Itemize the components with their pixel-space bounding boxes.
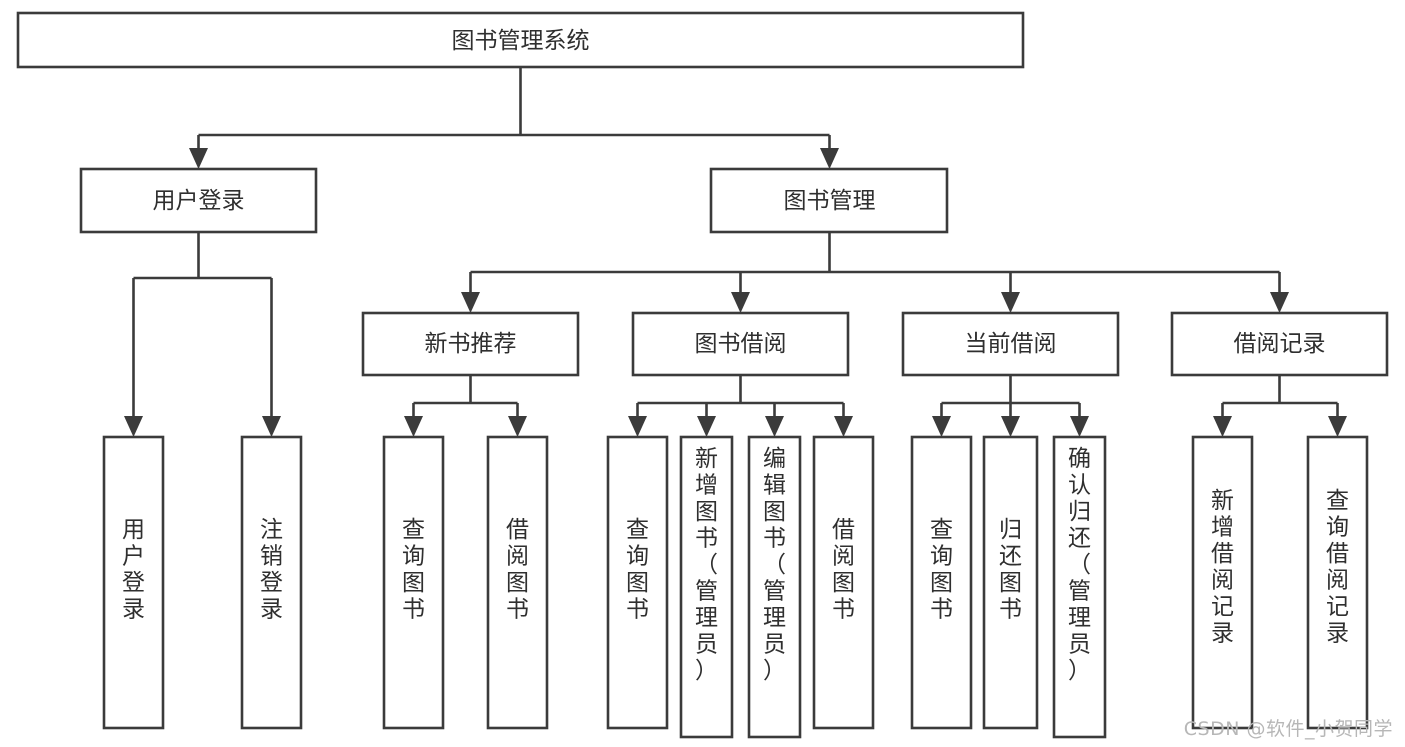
leaf-node-query-book-borrow-label: 查询图书 — [626, 517, 649, 623]
leaf-node-confirm-return-label: 确认归还（管理员） — [1068, 446, 1091, 684]
leaf-node-query-book-borrow[interactable]: 查询图书 — [606, 435, 669, 730]
connector-group-book-manage-to-level3 — [461, 232, 1289, 313]
node-borrow-record-label: 借阅记录 — [1234, 331, 1326, 357]
leaf-node-query-record[interactable]: 查询借阅记录 — [1306, 435, 1369, 730]
leaf-node-logout-box[interactable] — [240, 435, 303, 730]
arrow-head-leaf-return-book — [1001, 416, 1020, 437]
leaf-node-logout-label: 注销登录 — [260, 517, 283, 623]
arrow-head-leaf-user-login — [124, 416, 143, 437]
node-book-manage-box[interactable] — [709, 167, 949, 234]
node-root-system-label: 图书管理系统 — [452, 28, 590, 54]
leaf-node-query-record-box[interactable] — [1306, 435, 1369, 730]
arrow-head-leaf-edit-book — [765, 416, 784, 437]
node-borrow-record[interactable]: 借阅记录 — [1170, 311, 1389, 377]
leaf-node-add-record[interactable]: 新增借阅记录 — [1191, 435, 1254, 730]
node-current-borrow-label: 当前借阅 — [965, 331, 1057, 357]
connector-group-new-book-to-leaves — [404, 375, 527, 437]
node-root-system[interactable]: 图书管理系统 — [16, 11, 1025, 69]
leaf-node-borrow-book-borrow-box[interactable] — [812, 435, 875, 730]
leaf-node-query-book-current-label: 查询图书 — [930, 517, 953, 623]
connector-group-book-borrow-to-leaves — [628, 375, 853, 437]
leaf-node-borrow-book-recommend-label: 借阅图书 — [506, 517, 529, 623]
leaf-node-return-book[interactable]: 归还图书 — [982, 435, 1039, 730]
leaf-node-add-book-label: 新增图书（管理员） — [695, 446, 718, 684]
leaf-node-borrow-book-borrow-label: 借阅图书 — [832, 517, 855, 623]
csdn-watermark: CSDN @软件_小贺同学 — [1183, 718, 1393, 740]
node-user-login[interactable]: 用户登录 — [79, 167, 318, 234]
leaf-node-query-book-borrow-box[interactable] — [606, 435, 669, 730]
connector-group-root-to-level2 — [189, 67, 839, 169]
leaf-node-query-book-current[interactable]: 查询图书 — [910, 435, 973, 730]
connector-group-borrow-record-to-leaves — [1213, 375, 1347, 437]
arrow-head-leaf-add-record — [1213, 416, 1232, 437]
leaf-node-borrow-book-borrow[interactable]: 借阅图书 — [812, 435, 875, 730]
node-user-login-label: 用户登录 — [153, 188, 245, 214]
leaf-node-confirm-return[interactable]: 确认归还（管理员） — [1052, 435, 1107, 739]
arrow-head-leaf-borrow-book-1 — [508, 416, 527, 437]
leaf-node-logout[interactable]: 注销登录 — [240, 435, 303, 730]
leaf-node-return-book-box[interactable] — [982, 435, 1039, 730]
arrow-head-leaf-query-record — [1328, 416, 1347, 437]
leaf-node-add-record-box[interactable] — [1191, 435, 1254, 730]
arrow-head-leaf-query-book-3 — [932, 416, 951, 437]
arrow-head-book-borrow — [731, 292, 750, 313]
arrow-head-leaf-confirm-return — [1070, 416, 1089, 437]
arrow-head-leaf-add-book — [697, 416, 716, 437]
leaf-node-edit-book[interactable]: 编辑图书（管理员） — [747, 435, 802, 739]
arrow-head-leaf-logout — [262, 416, 281, 437]
leaf-node-confirm-return-box[interactable] — [1052, 435, 1107, 739]
arrow-head-user-login — [189, 148, 208, 169]
arrow-head-book-manage — [820, 148, 839, 169]
leaf-node-borrow-book-recommend-box[interactable] — [486, 435, 549, 730]
node-current-borrow-box[interactable] — [901, 311, 1120, 377]
leaf-node-edit-book-box[interactable] — [747, 435, 802, 739]
node-book-borrow-box[interactable] — [631, 311, 850, 377]
arrow-head-leaf-query-book-2 — [628, 416, 647, 437]
node-book-manage[interactable]: 图书管理 — [709, 167, 949, 234]
leaf-node-edit-book-label: 编辑图书（管理员） — [763, 446, 786, 684]
leaf-node-user-login-label: 用户登录 — [122, 517, 145, 623]
leaf-node-user-login[interactable]: 用户登录 — [102, 435, 165, 730]
leaf-node-query-book-recommend-label: 查询图书 — [402, 517, 425, 623]
node-new-book-recommend-label: 新书推荐 — [425, 331, 517, 357]
connector-group-user-login-to-leaves — [124, 232, 281, 437]
leaf-node-query-record-label: 查询借阅记录 — [1326, 488, 1349, 647]
node-book-borrow-label: 图书借阅 — [695, 331, 787, 357]
leaf-node-query-book-recommend[interactable]: 查询图书 — [382, 435, 445, 730]
arrow-head-leaf-borrow-book-2 — [834, 416, 853, 437]
leaf-node-borrow-book-recommend[interactable]: 借阅图书 — [486, 435, 549, 730]
leaf-node-query-book-current-box[interactable] — [910, 435, 973, 730]
leaf-node-return-book-label: 归还图书 — [999, 517, 1022, 623]
node-current-borrow[interactable]: 当前借阅 — [901, 311, 1120, 377]
node-root-system-box[interactable] — [16, 11, 1025, 69]
node-book-manage-label: 图书管理 — [784, 188, 876, 214]
arrow-head-new-book — [461, 292, 480, 313]
node-new-book-recommend[interactable]: 新书推荐 — [361, 311, 580, 377]
arrow-head-current-borrow — [1001, 292, 1020, 313]
leaf-node-query-book-recommend-box[interactable] — [382, 435, 445, 730]
leaf-node-add-book[interactable]: 新增图书（管理员） — [679, 435, 734, 739]
node-book-borrow[interactable]: 图书借阅 — [631, 311, 850, 377]
arrow-head-borrow-record — [1270, 292, 1289, 313]
leaf-node-user-login-box[interactable] — [102, 435, 165, 730]
leaf-node-add-book-box[interactable] — [679, 435, 734, 739]
leaf-node-add-record-label: 新增借阅记录 — [1211, 488, 1234, 647]
arrow-head-leaf-query-book-1 — [404, 416, 423, 437]
node-borrow-record-box[interactable] — [1170, 311, 1389, 377]
node-new-book-recommend-box[interactable] — [361, 311, 580, 377]
connector-group-current-borrow-to-leaves — [932, 375, 1089, 437]
node-user-login-box[interactable] — [79, 167, 318, 234]
